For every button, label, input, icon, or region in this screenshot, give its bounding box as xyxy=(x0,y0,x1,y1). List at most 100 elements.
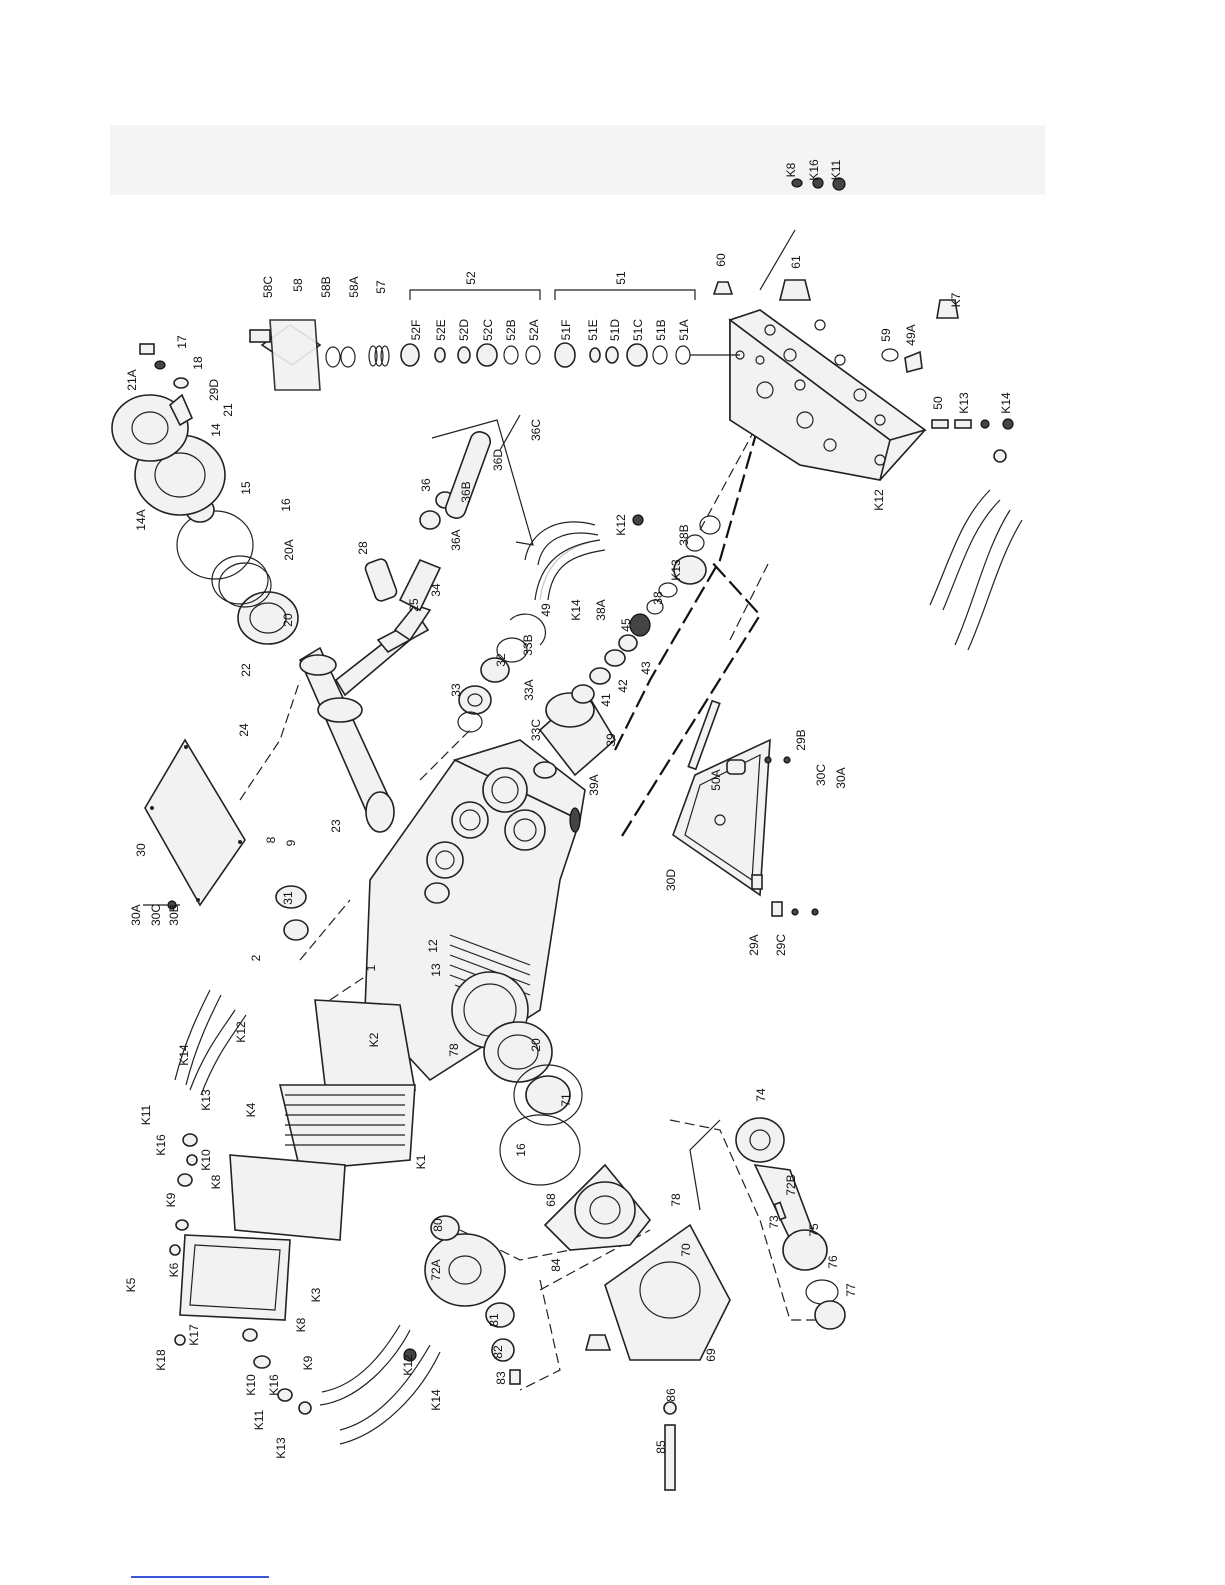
part-label: 30D xyxy=(664,869,678,891)
part-label: 12 xyxy=(426,939,440,953)
part-label: 28 xyxy=(356,541,370,555)
part-label: 29D xyxy=(207,379,221,401)
part-label: 25 xyxy=(407,598,421,612)
part-label: 52C xyxy=(481,319,495,341)
part-label: K10 xyxy=(199,1149,213,1171)
part-label: 23 xyxy=(329,819,343,833)
part-label: 14A xyxy=(134,509,148,530)
part-label: 36 xyxy=(419,478,433,492)
part-label: 86 xyxy=(664,1388,678,1402)
connector-lines xyxy=(239,229,840,1391)
part-label: 36C xyxy=(529,419,543,441)
gearbox-assembly xyxy=(424,1021,846,1491)
part-label: 76 xyxy=(826,1255,840,1269)
part-label: 68 xyxy=(544,1193,558,1207)
part-label: K11 xyxy=(139,1104,153,1125)
part-label: 18 xyxy=(191,356,205,370)
part-label: 72A xyxy=(429,1259,443,1280)
part-label: 2 xyxy=(249,954,263,961)
bearings-and-seals xyxy=(111,343,299,645)
part-label: 24 xyxy=(237,723,251,737)
part-label: K12 xyxy=(234,1021,248,1043)
part-label: 80 xyxy=(431,1218,445,1232)
part-label: 14 xyxy=(209,423,223,437)
part-label: K1 xyxy=(414,1154,428,1169)
part-label: K11 xyxy=(252,1409,266,1430)
part-label: 58B xyxy=(319,276,333,297)
side-cover-plate xyxy=(143,738,246,910)
part-label: K14 xyxy=(999,392,1013,414)
part-label: 32 xyxy=(494,653,508,667)
part-label: 30C xyxy=(149,904,163,926)
part-label: 22 xyxy=(239,663,253,677)
part-label: 57 xyxy=(374,280,388,294)
part-label: 38B xyxy=(677,524,691,545)
part-label: 61 xyxy=(789,255,803,269)
part-label: 84 xyxy=(549,1258,563,1272)
part-label: 50A xyxy=(709,769,723,790)
drain-pan xyxy=(672,738,819,917)
part-label: K9 xyxy=(301,1355,315,1370)
part-label: K8 xyxy=(209,1174,223,1189)
part-label: 51B xyxy=(654,319,668,340)
part-label: 52A xyxy=(527,319,541,340)
part-label: K8 xyxy=(294,1317,308,1332)
part-label: K6 xyxy=(167,1262,181,1277)
part-label: K5 xyxy=(124,1277,138,1292)
part-label: K18 xyxy=(154,1349,168,1371)
part-label: 41 xyxy=(599,693,613,707)
crankshaft xyxy=(298,616,430,833)
part-label: 31 xyxy=(281,891,295,905)
part-label: 58C xyxy=(261,276,275,298)
part-label: K13 xyxy=(957,392,971,414)
part-label: 51E xyxy=(586,319,600,340)
part-label: 20 xyxy=(529,1038,543,1052)
part-label: 30B xyxy=(167,904,181,925)
part-label: 75 xyxy=(807,1223,821,1237)
part-label: 52D xyxy=(457,319,471,341)
part-label: 82 xyxy=(491,1345,505,1359)
part-label: 59 xyxy=(879,328,893,342)
part-label: 16 xyxy=(514,1143,528,1157)
part-label: 33 xyxy=(449,683,463,697)
part-label: 73 xyxy=(767,1215,781,1229)
part-label: 13 xyxy=(429,963,443,977)
part-label: 33B xyxy=(521,634,535,655)
part-label: 58A xyxy=(347,276,361,297)
connecting-rod xyxy=(364,414,521,642)
part-label: 83 xyxy=(494,1371,508,1385)
part-label: K14 xyxy=(429,1389,443,1411)
part-label: 33A xyxy=(522,679,536,700)
part-label: 81 xyxy=(487,1313,501,1327)
part-label: 51D xyxy=(608,319,622,341)
part-label: K14 xyxy=(177,1044,191,1066)
part-label: 52E xyxy=(434,319,448,340)
plunger-seals xyxy=(457,514,721,779)
part-label: 51C xyxy=(631,319,645,341)
part-label: K14 xyxy=(569,599,583,621)
hoses xyxy=(174,489,1023,1445)
part-label: 29B xyxy=(794,729,808,750)
part-label: 33C xyxy=(529,719,543,741)
part-label: 78 xyxy=(669,1193,683,1207)
part-label: 38A xyxy=(594,599,608,620)
valve-stack xyxy=(249,177,1014,463)
part-label: K12 xyxy=(872,489,886,511)
part-label: 74 xyxy=(754,1088,768,1102)
part-label: 72B xyxy=(784,1174,798,1195)
part-label: K8 xyxy=(784,162,798,177)
part-label: 8 xyxy=(264,836,278,843)
part-label: 52B xyxy=(504,319,518,340)
part-label: K13 xyxy=(669,559,683,581)
part-label: 30A xyxy=(834,767,848,788)
part-label: 51A xyxy=(677,319,691,340)
part-label: 38 xyxy=(651,591,665,605)
part-label: 9 xyxy=(284,839,298,846)
part-label: 30 xyxy=(134,843,148,857)
part-label: K2 xyxy=(367,1032,381,1047)
part-label: 39A xyxy=(587,774,601,795)
part-label: 39 xyxy=(604,733,618,747)
